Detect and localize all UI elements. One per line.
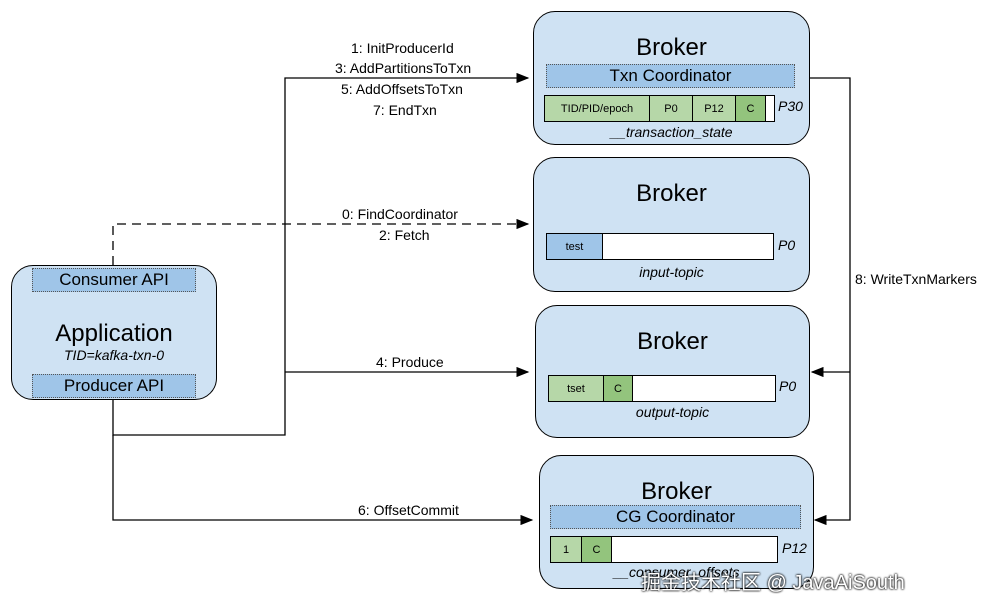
line-find-coordinator	[112, 218, 530, 265]
label-add-partitions: 3: AddPartitionsToTxn	[335, 60, 472, 76]
topic-name: output-topic	[635, 404, 710, 420]
label-end-txn: 7: EndTxn	[373, 102, 437, 118]
partition-label: P0	[778, 237, 796, 253]
cell-offset: 1	[551, 537, 582, 562]
cell-commit: C	[604, 376, 633, 401]
partition-label: P0	[779, 378, 797, 394]
cell-p12: P12	[693, 96, 736, 121]
broker-title: Broker	[636, 180, 707, 207]
label-write-txn-markers: 8: WriteTxnMarkers	[855, 271, 977, 287]
broker-title: Broker	[641, 478, 712, 505]
partition-bar: 1 C	[550, 536, 778, 563]
label-add-offsets: 5: AddOffsetsToTxn	[341, 81, 463, 97]
cell-tset: tset	[549, 376, 604, 401]
txn-coordinator: Txn Coordinator	[546, 64, 795, 88]
consumer-api: Consumer API	[32, 268, 196, 292]
cell-commit: C	[736, 96, 766, 121]
partition-label: P30	[778, 98, 803, 114]
broker-title: Broker	[636, 34, 707, 61]
partition-bar: TID/PID/epoch P0 P12 C	[544, 95, 775, 122]
cell-commit: C	[582, 537, 612, 562]
partition-label: P12	[782, 540, 807, 556]
label-fetch: 2: Fetch	[379, 227, 430, 243]
line-write-markers	[810, 77, 851, 526]
partition-bar: tset C	[548, 375, 776, 402]
broker-offsets: Broker CG Coordinator 1 C P12 __consumer…	[539, 455, 814, 589]
label-init-producer-id: 1: InitProducerId	[351, 40, 454, 56]
cg-coordinator: CG Coordinator	[550, 505, 801, 529]
partition-bar: test	[546, 233, 774, 260]
broker-input: Broker test P0 input-topic	[533, 157, 810, 292]
cell-tid-pid-epoch: TID/PID/epoch	[545, 96, 650, 121]
label-find-coordinator: 0: FindCoordinator	[342, 206, 458, 222]
label-produce: 4: Produce	[376, 354, 444, 370]
broker-txn: Broker Txn Coordinator TID/PID/epoch P0 …	[533, 11, 810, 145]
line-producer-to-brokers	[112, 72, 530, 436]
topic-name: __consumer_offsets	[613, 564, 740, 580]
producer-api: Producer API	[32, 374, 196, 398]
application-title: Application	[55, 320, 173, 347]
watermark: 掘金技术社区 @ JavaAiSouth	[641, 572, 905, 594]
broker-title: Broker	[637, 328, 708, 355]
application-tid: TID=kafka-txn-0	[64, 347, 164, 363]
topic-name: __transaction_state	[610, 124, 733, 140]
broker-output: Broker tset C P0 output-topic	[535, 305, 810, 438]
cell-test: test	[547, 234, 603, 259]
label-offset-commit: 6: OffsetCommit	[358, 502, 459, 518]
topic-name: input-topic	[639, 264, 704, 280]
application-box: Consumer API Application TID=kafka-txn-0…	[11, 265, 217, 400]
cell-p0: P0	[650, 96, 693, 121]
line-offset-commit	[112, 435, 534, 526]
